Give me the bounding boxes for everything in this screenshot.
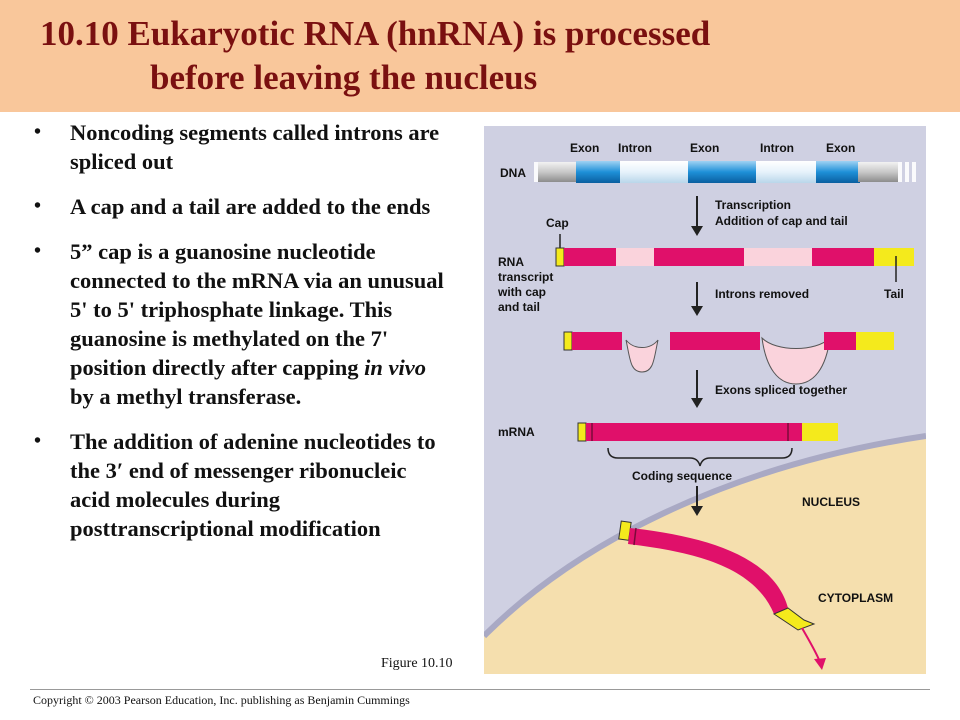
rna-intron-1	[616, 248, 654, 266]
cytoplasm-label: CYTOPLASM	[818, 591, 893, 605]
excised-exon-1	[572, 332, 622, 350]
bullet-dot: •	[34, 430, 42, 452]
bullet-dot: •	[34, 195, 42, 217]
exported-mrna-body	[628, 528, 788, 614]
footer-divider	[30, 689, 930, 690]
bullet-5-cap: • 5” cap is a guanosine nucleotide conne…	[30, 237, 450, 411]
bullet-text: Noncoding segments called introns are sp…	[70, 120, 440, 174]
rna-exon-3	[812, 248, 874, 266]
bullet-text: by a methyl transferase.	[70, 384, 302, 409]
bullet-cap-tail: • A cap and a tail are added to the ends	[30, 192, 450, 221]
rna-exon-2	[654, 248, 744, 266]
excised-intron-2	[761, 336, 831, 385]
exon-label-3: Exon	[826, 141, 855, 155]
dna-intron-2	[756, 161, 818, 183]
rna-label-line3: with cap	[497, 285, 546, 299]
bullet-introns: • Noncoding segments called introns are …	[30, 118, 450, 176]
dna-label: DNA	[500, 166, 526, 180]
rna-cap	[555, 247, 565, 267]
excised-tail	[856, 332, 894, 350]
bullet-text-italic: in vivo	[364, 355, 427, 380]
rna-intron-2	[744, 248, 812, 266]
bullet-list: • Noncoding segments called introns are …	[30, 118, 450, 559]
excised-cap	[563, 331, 573, 351]
mrna-label: mRNA	[498, 425, 535, 439]
copyright-text: Copyright © 2003 Pearson Education, Inc.…	[33, 693, 410, 707]
bullet-dot: •	[34, 240, 42, 262]
exported-mrna-tail	[772, 607, 816, 631]
rna-exon-1	[564, 248, 616, 266]
intron-label-1: Intron	[618, 141, 652, 155]
excised-intron-1	[625, 339, 659, 373]
rna-label-line1: RNA	[498, 255, 524, 269]
dna-flank-left	[538, 162, 578, 182]
exons-spliced-label: Exons spliced together	[715, 383, 847, 397]
bullet-dot: •	[34, 121, 42, 143]
figure-caption: Figure 10.10	[381, 656, 453, 671]
nuclear-envelope	[484, 433, 926, 639]
bullet-text: The addition of adenine nucleotides to t…	[70, 429, 436, 541]
cap-label: Cap	[546, 216, 569, 230]
dna-intron-1	[620, 161, 690, 183]
bullet-text: A cap and a tail are added to the ends	[70, 194, 431, 219]
rna-processing-figure: DNA Exon Intron Exon Intron Exon Transcr…	[484, 126, 926, 674]
rna-tail	[874, 248, 914, 266]
tail-label: Tail	[884, 287, 904, 301]
intron-label-2: Intron	[760, 141, 794, 155]
coding-sequence-brace	[607, 447, 793, 467]
mrna-body	[586, 423, 802, 441]
dna-exon-2	[688, 161, 758, 183]
title-bar: 10.10 Eukaryotic RNA (hnRNA) is processe…	[0, 0, 960, 112]
exon-label-2: Exon	[690, 141, 719, 155]
slide-title-line2: before leaving the nucleus	[150, 58, 538, 97]
rna-processing-diagram: DNA Exon Intron Exon Intron Exon Transcr…	[484, 141, 926, 674]
rna-label-line2: transcript	[498, 270, 553, 284]
nucleus-label: NUCLEUS	[802, 495, 860, 509]
mrna-tail	[802, 423, 838, 441]
introns-removed-label: Introns removed	[715, 287, 809, 301]
bullet-text: 5” cap is a guanosine nucleotide connect…	[70, 239, 444, 380]
slide-title-line1: 10.10 Eukaryotic RNA (hnRNA) is processe…	[40, 14, 711, 53]
rna-label-line4: and tail	[498, 300, 540, 314]
exon-label-1: Exon	[570, 141, 599, 155]
dna-exon-3	[816, 161, 860, 183]
transcription-label: Transcription	[715, 198, 791, 212]
bullet-polyadenylation: • The addition of adenine nucleotides to…	[30, 427, 450, 543]
excised-exon-2	[670, 332, 760, 350]
dna-exon-1	[576, 161, 622, 183]
coding-sequence-label: Coding sequence	[632, 469, 732, 483]
mrna-cap	[577, 422, 587, 442]
addition-label: Addition of cap and tail	[715, 214, 848, 228]
dna-flank-right	[858, 162, 898, 182]
